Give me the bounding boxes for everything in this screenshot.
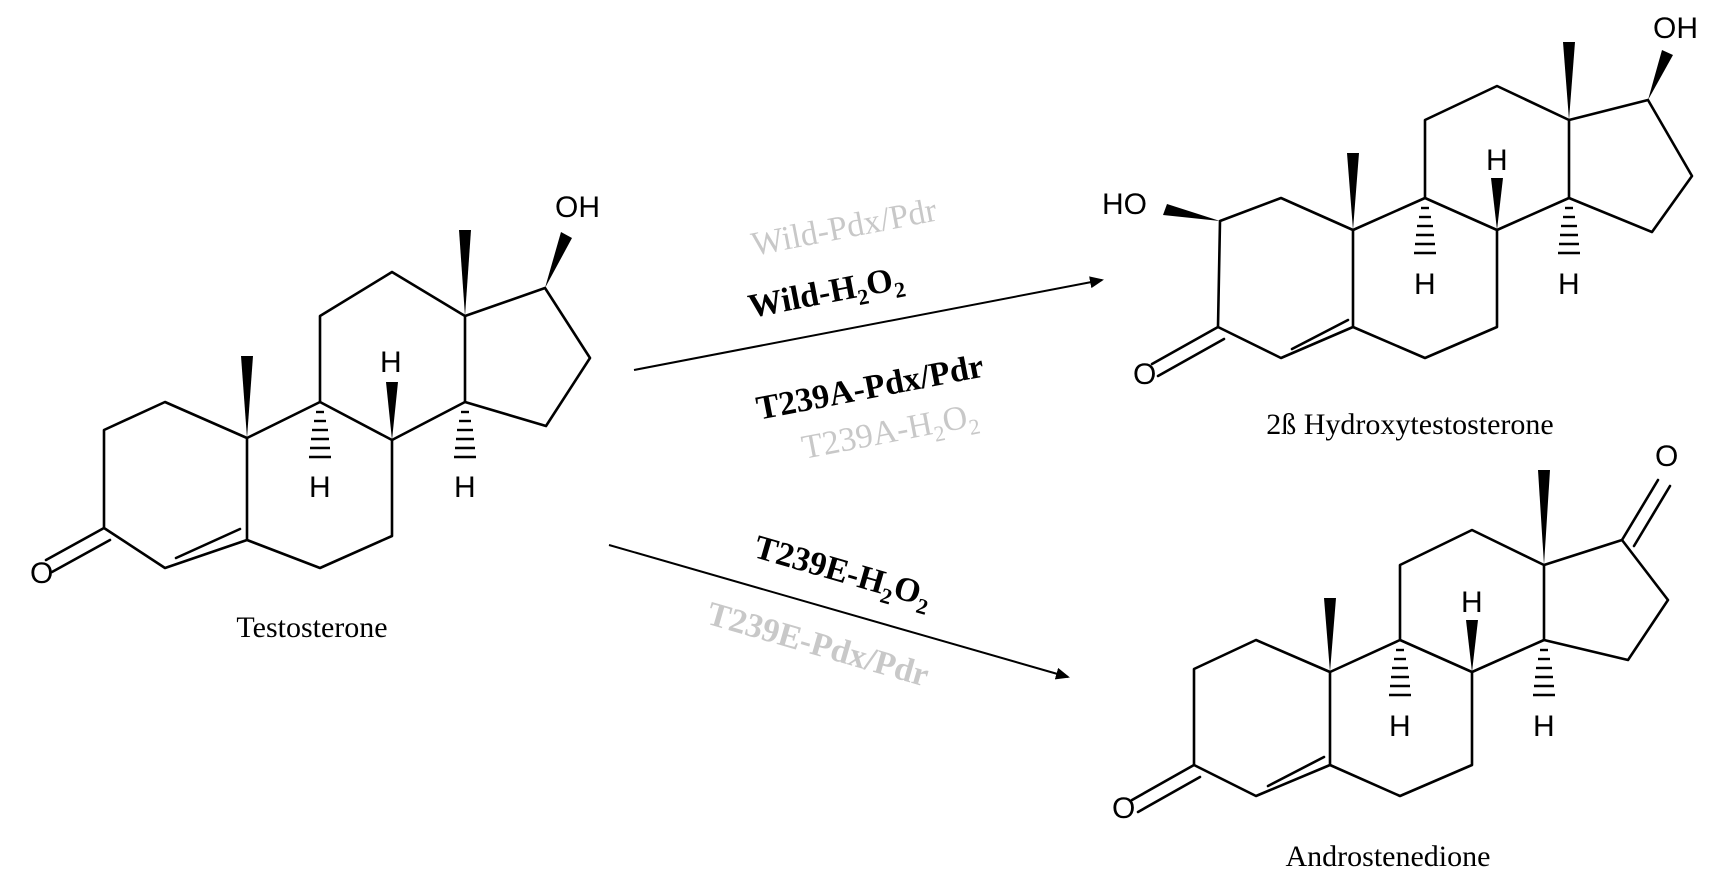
h-wedge [386,382,398,440]
testosterone-structure: O OH H H H Testosterone [30,191,600,644]
upper-conditions: Wild-Pdx/Pdr Wild-H2O2 T239A-Pdx/Pdr T23… [745,192,986,467]
condition-label: T239E-Pdx/Pdr [703,595,933,694]
hydroxytestosterone-structure: O HO OH H H H 2ß Hydroxytestosterone [1102,12,1698,441]
ho-wedge [1163,204,1220,221]
androstenedione-bonds [1130,478,1672,814]
hashed-bond [1389,648,1411,697]
oh-wedge [545,232,572,288]
oxygen-label: O [30,557,53,590]
hashed-bond [1558,206,1580,255]
methyl-wedge [1538,470,1550,565]
condition-label: T239E-H2O2 [749,529,936,620]
testosterone-bonds [44,270,592,574]
upper-reaction-arrow [633,276,1104,371]
lower-reaction-arrow [608,544,1070,680]
molecule-name: Androstenedione [1286,840,1491,873]
methyl-wedge [1563,42,1575,120]
hydrogen-label: H [1389,710,1411,743]
methyl-wedge [241,356,253,438]
hydrogen-label: H [1461,586,1483,619]
hashed-bond [1414,206,1436,255]
oxygen-label: O [1112,792,1135,825]
androstenedione-structure: O O H H H Androstenedione [1112,440,1678,873]
oxygen-label: O [1133,358,1156,391]
oh-wedge [1648,50,1673,100]
hydrogen-label: H [1486,144,1508,177]
methyl-wedge [1347,153,1359,230]
hydroxytestosterone-bonds [1150,84,1694,378]
lower-conditions: T239E-H2O2 T239E-Pdx/Pdr [703,529,936,695]
hashed-bond [454,410,476,459]
hashed-bond [309,410,331,459]
hydroxyl-label: OH [1653,12,1698,45]
h-wedge [1466,620,1478,672]
condition-label: Wild-H2O2 [745,260,908,331]
condition-label: Wild-Pdx/Pdr [748,192,940,264]
hashed-bond [1533,648,1555,697]
molecule-name: Testosterone [236,611,387,644]
h-wedge [1491,178,1503,230]
hydroxyl-label: OH [555,191,600,224]
hydrogen-label: H [454,471,476,504]
hydroxyl-label: HO [1102,188,1147,221]
methyl-wedge [1324,598,1336,672]
hydrogen-label: H [380,346,402,379]
hydrogen-label: H [1533,710,1555,743]
hydrogen-label: H [1414,268,1436,301]
molecule-name: 2ß Hydroxytestosterone [1266,408,1553,441]
methyl-wedge [459,230,471,316]
hydrogen-label: H [1558,268,1580,301]
hydrogen-label: H [309,471,331,504]
oxygen-label: O [1655,440,1678,473]
